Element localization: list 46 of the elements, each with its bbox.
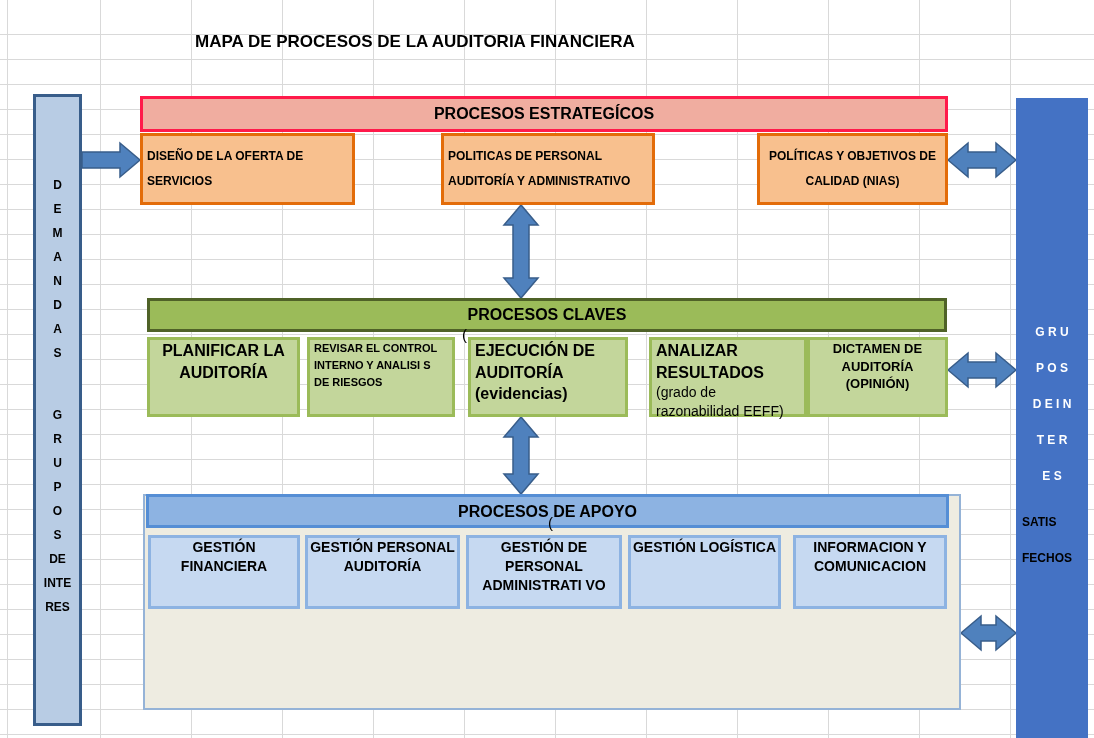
node-label: PROCESOS CLAVES xyxy=(467,305,627,326)
process-box xyxy=(148,535,300,609)
process-box xyxy=(307,337,455,417)
node-label: PROCESOS ESTRATEGÍCOS xyxy=(433,103,655,125)
process-box xyxy=(793,535,947,609)
side-bar xyxy=(1016,98,1088,738)
block-arrow xyxy=(502,203,540,300)
node-label: INFORMACION Y COMUNICACION xyxy=(812,538,928,576)
vertical-text: G R U P O S DE INTE RES xyxy=(42,407,73,616)
stray-mark: ( xyxy=(548,514,553,531)
process-box xyxy=(628,535,781,609)
node-label: GESTIÓN FINANCIERA xyxy=(179,538,269,576)
node-label: POLÍTICAS Y OBJETIVOS DE CALIDAD (NIAS) xyxy=(768,147,937,190)
side-bar xyxy=(33,94,82,726)
block-arrow xyxy=(502,415,540,496)
vertical-text: SATIS FECHOS xyxy=(1022,514,1073,567)
diagram-title: MAPA DE PROCESOS DE LA AUDITORIA FINANCIERA xyxy=(195,32,635,52)
block-arrow xyxy=(81,141,142,179)
block-arrow xyxy=(946,351,1018,389)
node-label: GESTIÓN PERSONAL AUDITORÍA xyxy=(309,538,456,576)
process-box xyxy=(441,133,655,205)
node-label: GESTIÓN LOGÍSTICA xyxy=(632,538,777,557)
node-label: DISEÑO DE LA OFERTA DE SERVICIOS xyxy=(147,147,305,190)
vertical-text: D E M A N D A S xyxy=(51,177,64,362)
process-box xyxy=(147,337,300,417)
block-arrow xyxy=(959,614,1018,652)
block-arrow xyxy=(946,141,1018,179)
process-box xyxy=(466,535,622,609)
node-label: GESTIÓN DE PERSONAL ADMINISTRATI VO xyxy=(481,538,607,595)
node-label: PLANIFICAR LA AUDITORÍA xyxy=(161,341,286,383)
process-box xyxy=(468,337,628,417)
process-box xyxy=(757,133,948,205)
node-label: (grado de razonabilidad EEFF) xyxy=(656,383,785,421)
node-label: ANALIZAR RESULTADOS xyxy=(656,341,765,383)
node-label: POLITICAS DE PERSONAL AUDITORÍA Y ADMINISTRATIVO xyxy=(448,147,632,190)
vertical-text: G R U P O S D E I N T E R E S xyxy=(1032,324,1072,485)
process-box xyxy=(649,337,807,417)
stray-mark: ( xyxy=(462,326,467,343)
process-box xyxy=(305,535,460,609)
node-label: EJECUCIÓN DE AUDITORÍA (evidencias) xyxy=(475,340,597,405)
process-box xyxy=(140,133,355,205)
node-label: REVISAR EL CONTROL INTERNO Y ANALISI S DE RIESGOS xyxy=(314,341,439,391)
node-label: DICTAMEN DE AUDITORÍA (OPINIÓN) xyxy=(831,340,924,393)
section-header xyxy=(140,96,948,132)
section-panel xyxy=(143,494,961,710)
process-box xyxy=(807,337,948,417)
